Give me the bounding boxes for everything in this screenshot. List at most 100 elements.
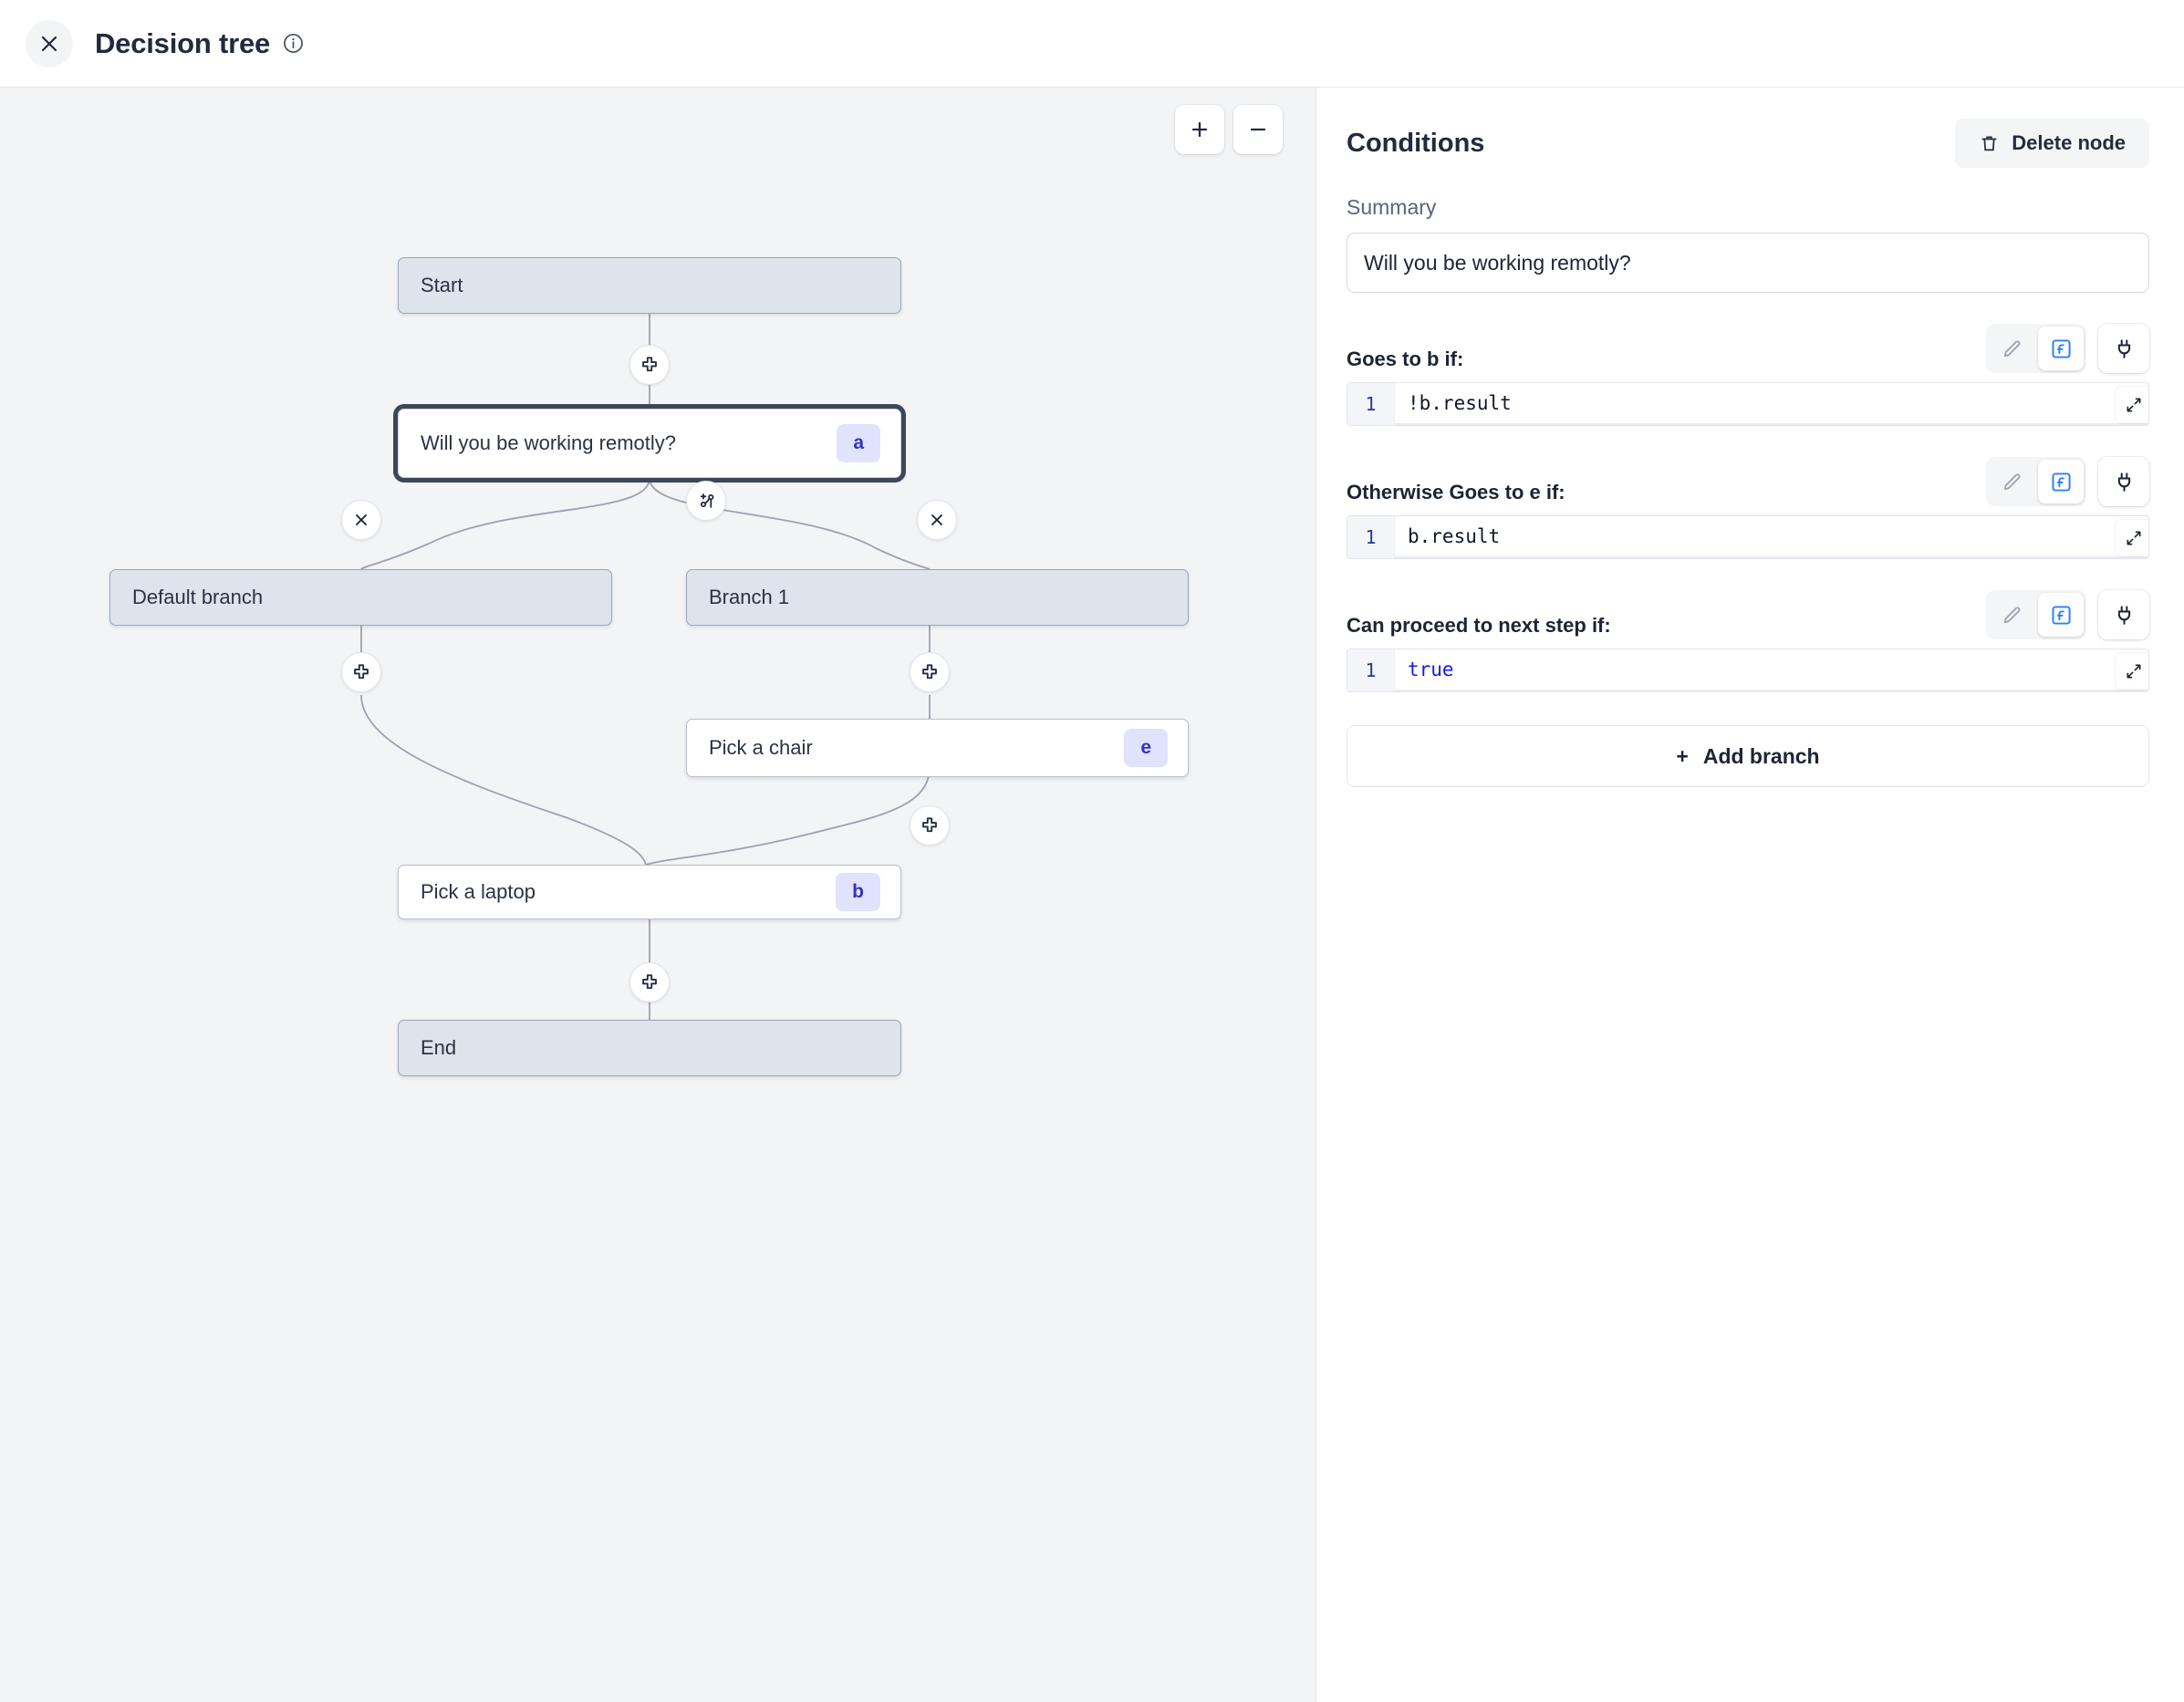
flow-node-badge: e (1124, 729, 1168, 767)
close-icon (41, 36, 57, 51)
fx-mode-button[interactable] (2038, 593, 2084, 637)
code-gutter: 1 (1347, 649, 1395, 691)
add-branch-handle[interactable] (686, 481, 726, 521)
flow-node-start[interactable]: Start (398, 257, 901, 314)
condition-block-goes-to-e: Otherwise Goes to e if: (1347, 457, 2149, 559)
zoom-in-button[interactable] (1175, 105, 1224, 154)
zoom-controls (1175, 105, 1283, 154)
flow-node-a[interactable]: Will you be working remotly? a (398, 409, 901, 478)
plus-icon (642, 357, 657, 372)
editor-mode-cluster (1986, 590, 2149, 639)
flow-node-label: Pick a laptop (421, 880, 536, 903)
code-editor[interactable]: 1 true (1347, 649, 2149, 692)
pencil-mode-button[interactable] (1989, 460, 2034, 503)
plus-icon (922, 664, 937, 680)
code-editor[interactable]: 1 !b.result (1347, 382, 2149, 426)
add-node-handle-chair[interactable] (910, 805, 950, 846)
zoom-out-button[interactable] (1233, 105, 1283, 154)
plus-icon (1191, 121, 1208, 138)
plus-icon (354, 664, 369, 680)
condition-header: Otherwise Goes to e if: (1347, 457, 2149, 506)
flow-node-label: Will you be working remotly? (421, 431, 676, 454)
editor-mode-group (1986, 457, 2086, 506)
pencil-mode-button[interactable] (1989, 593, 2034, 637)
code-line[interactable]: b.result (1395, 516, 2148, 558)
fx-icon (2051, 472, 2071, 492)
flow-node-badge: a (837, 424, 880, 462)
flow-node-branch-1[interactable]: Branch 1 (686, 569, 1189, 626)
flow-node-badge: b (836, 873, 880, 911)
editor-mode-cluster (1986, 324, 2149, 373)
code-gutter: 1 (1347, 516, 1395, 558)
flow-node-e[interactable]: Pick a chair e (686, 719, 1189, 777)
pencil-icon (2003, 607, 2020, 623)
connect-plug-button[interactable] (2098, 590, 2149, 639)
fx-mode-button[interactable] (2038, 460, 2084, 503)
condition-label: Can proceed to next step if: (1347, 614, 1611, 637)
expand-editor-button[interactable] (2116, 387, 2148, 423)
trash-icon (1981, 136, 1997, 150)
editor-mode-group (1986, 324, 2086, 373)
pencil-icon (2003, 473, 2020, 490)
conditions-panel: Conditions Delete node Summary Goes to b… (1317, 88, 2184, 1702)
flow-node-end[interactable]: End (398, 1020, 901, 1076)
info-icon[interactable] (282, 32, 305, 55)
editor-mode-cluster (1986, 457, 2149, 506)
close-button[interactable] (26, 19, 73, 67)
plus-icon (922, 817, 937, 833)
pencil-mode-button[interactable] (1989, 327, 2034, 370)
add-node-handle-branch1[interactable] (910, 652, 950, 692)
flow-node-label: Start (421, 274, 463, 296)
flow-graph: Start Will you be working remotly? a (0, 88, 1316, 1702)
fx-mode-button[interactable] (2038, 327, 2084, 370)
plug-icon (2117, 605, 2130, 625)
flow-node-label: Branch 1 (709, 586, 790, 608)
add-branch-label: Add branch (1702, 743, 1820, 768)
condition-header: Goes to b if: (1347, 324, 2149, 373)
expand-icon (2127, 398, 2141, 412)
expand-icon (2127, 664, 2141, 679)
flow-node-default-branch[interactable]: Default branch (109, 569, 612, 626)
plug-icon (2117, 338, 2130, 358)
editor-mode-group (1986, 590, 2086, 639)
code-line[interactable]: !b.result (1395, 383, 2148, 425)
condition-block-goes-to-b: Goes to b if: (1347, 324, 2149, 426)
fx-icon (2051, 338, 2071, 358)
git-branch-plus-icon (700, 493, 713, 508)
close-icon (356, 514, 367, 525)
connect-plug-button[interactable] (2098, 457, 2149, 506)
remove-branch-1[interactable] (917, 500, 957, 540)
condition-label: Otherwise Goes to e if: (1347, 481, 1565, 503)
plus-icon (642, 974, 657, 990)
connect-plug-button[interactable] (2098, 324, 2149, 373)
flow-node-b[interactable]: Pick a laptop b (398, 865, 901, 919)
add-node-handle-laptop[interactable] (629, 962, 670, 1002)
panel-header: Conditions Delete node (1347, 119, 2149, 168)
app-header: Decision tree (0, 0, 2184, 88)
fx-icon (2051, 605, 2071, 625)
pencil-icon (2003, 340, 2020, 357)
add-branch-plus: + (1676, 743, 1689, 768)
page-title: Decision tree (95, 26, 271, 59)
delete-node-label: Delete node (2012, 131, 2126, 154)
plug-icon (2117, 472, 2130, 492)
minus-icon (1250, 128, 1266, 131)
code-gutter: 1 (1347, 383, 1395, 425)
add-node-handle-default[interactable] (341, 652, 381, 692)
code-editor[interactable]: 1 b.result (1347, 515, 2149, 559)
panel-title: Conditions (1347, 128, 1485, 158)
delete-node-button[interactable]: Delete node (1955, 119, 2149, 168)
expand-editor-button[interactable] (2116, 520, 2148, 556)
remove-branch-default[interactable] (341, 500, 381, 540)
code-line[interactable]: true (1395, 649, 2148, 691)
add-node-handle-start[interactable] (629, 345, 670, 385)
close-icon (931, 514, 942, 525)
summary-input[interactable] (1347, 233, 2149, 293)
expand-editor-button[interactable] (2116, 653, 2148, 690)
add-branch-button[interactable]: + Add branch (1347, 725, 2149, 787)
flow-node-label: Default branch (132, 586, 264, 608)
flow-canvas[interactable]: Start Will you be working remotly? a (0, 88, 1316, 1702)
expand-icon (2127, 531, 2141, 545)
flow-node-label: Pick a chair (709, 736, 813, 759)
condition-label: Goes to b if: (1347, 348, 1464, 370)
